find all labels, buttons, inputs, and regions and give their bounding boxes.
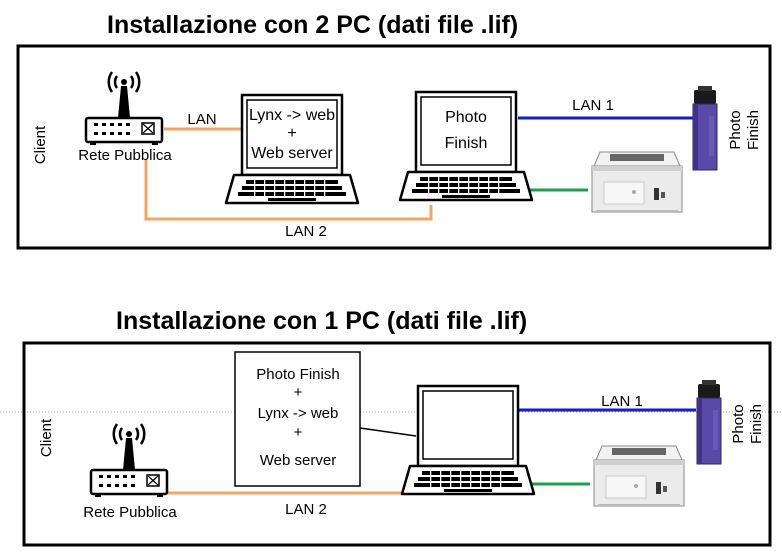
section2-title: Installazione con 1 PC (dati file .lif) <box>116 307 527 335</box>
section1-lan1-label: LAN 1 <box>572 97 614 114</box>
section1-laptop2-line1: Photo <box>445 109 487 126</box>
section2-printer-icon <box>593 445 685 507</box>
section1-laptop1-line3: Web server <box>251 145 333 162</box>
section1-frame <box>16 44 772 250</box>
section1-laptop2-line2: Finish <box>445 135 488 152</box>
section1-laptop1-line1: Lynx -> web <box>249 107 335 124</box>
section1-client-label: Client <box>32 125 49 164</box>
section2-callout-line4: + <box>294 424 303 441</box>
section2-camera-label-2: Finish <box>748 404 765 444</box>
section1-camera-label-1: Photo <box>727 110 744 149</box>
section2-callout-box <box>234 351 361 487</box>
section2-lan2-label: LAN 2 <box>285 501 327 518</box>
section2-laptop <box>400 384 536 496</box>
section1-lan2-cable <box>144 160 433 221</box>
section2-callout-line1: Photo Finish <box>256 366 339 383</box>
section1-lan2-label: LAN 2 <box>285 223 327 240</box>
section2-camera-icon <box>696 379 722 465</box>
section2-lan1-label: LAN 1 <box>601 393 643 410</box>
section2-router-icon <box>89 422 169 499</box>
section2-camera-label-1: Photo <box>730 404 747 443</box>
section2-callout-line5: Web server <box>260 452 336 469</box>
section2-callout-line3: Lynx -> web <box>258 405 339 422</box>
section1-router-icon <box>84 70 164 147</box>
section1-laptop1-line2: + <box>287 125 296 142</box>
section1-laptop-photo-finish: Photo Finish <box>398 90 534 202</box>
section1-router-label: Rete Pubblica <box>78 147 172 164</box>
section1-printer-icon <box>591 151 683 213</box>
section1-camera-icon <box>692 85 718 171</box>
section1-laptop-web-server: Lynx -> web + Web server <box>224 93 360 205</box>
section2-callout-line2: + <box>294 384 303 401</box>
section1-camera-label-2: Finish <box>745 110 762 150</box>
section1-lan-label: LAN <box>187 111 216 128</box>
section2-client-label: Client <box>38 418 55 457</box>
section2-router-label: Rete Pubblica <box>83 504 177 521</box>
section1-title: Installazione con 2 PC (dati file .lif) <box>107 11 518 39</box>
section2-frame <box>22 341 772 547</box>
section2-callout-pointer <box>359 427 417 437</box>
